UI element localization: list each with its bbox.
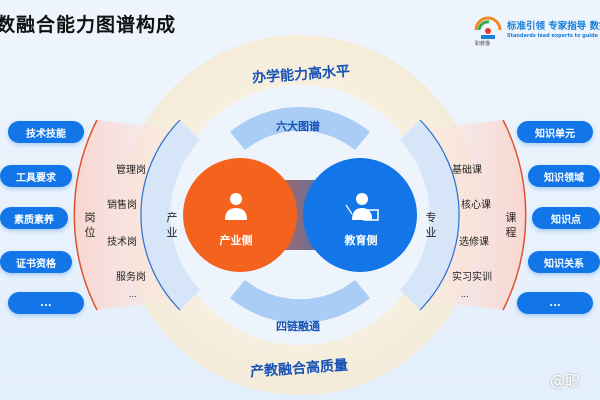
teacher-icon [345,193,379,221]
right-pill[interactable]: 知识单元 [517,121,593,143]
left-pill[interactable]: 工具要求 [0,165,72,187]
six-maps-label: 六大图谱 [276,120,320,133]
education-side-label: 教育侧 [344,234,378,247]
left-pill[interactable]: 素质素养 [0,207,68,229]
industry-ring [140,120,200,310]
logo-icon [474,16,502,39]
right-pill[interactable]: 知识关系 [528,251,600,273]
right-pill[interactable]: 知识点 [532,207,600,229]
post-item: 服务岗 [116,272,146,283]
post-item: 管理岗 [116,165,146,176]
logo-slogan-en: Standards lead experts to guide [507,33,598,39]
page-title: 数融合能力图谱构成 [0,14,177,36]
post-item: 技术岗 [107,237,137,248]
right-pill[interactable]: ... [517,292,593,314]
left-pill[interactable]: ... [8,292,84,314]
left-pill[interactable]: 证书资格 [0,251,72,273]
right-pill[interactable]: 知识领域 [528,165,600,187]
course-item: ... [461,290,469,299]
watermark: @职 [550,372,581,390]
course-item: 实习实训 [452,272,492,283]
left-pill[interactable]: 技术技能 [8,121,84,143]
major-ring-label: 专业 [425,211,437,239]
post-item: 销售岗 [107,200,137,211]
four-chains-label: 四链融通 [276,320,320,333]
industry-ring-label: 产业 [166,211,178,239]
logo-slogan: 标准引领 专家指导 数据 [507,21,600,32]
four-chains-arc [230,280,370,324]
course-item: 选修课 [459,237,489,248]
posts-label: 岗位 [84,211,96,239]
course-item: 基础课 [452,165,482,176]
industry-side-label: 产业侧 [219,234,253,247]
course-item: 核心课 [461,200,491,211]
industry-person-icon [225,193,247,220]
logo-name: 职教猫 [475,41,491,47]
courses-label: 课程 [505,211,517,239]
major-ring [400,120,460,310]
six-maps-arc [230,106,370,150]
post-item: ... [129,290,137,299]
